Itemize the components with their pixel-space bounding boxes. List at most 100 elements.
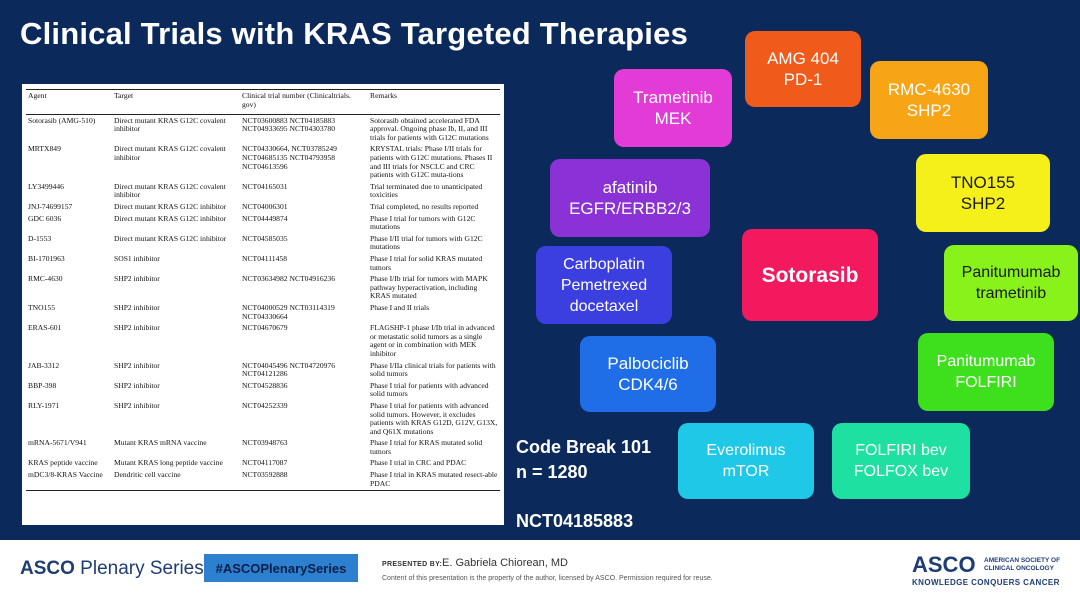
bubble-line: Palbociclib <box>607 354 689 373</box>
bubble-line: mTOR <box>722 463 770 480</box>
cell-trial-number: NCT03948763 <box>242 438 288 448</box>
trials-table-panel: Agent Target Clinical trial number (Clin… <box>22 84 504 525</box>
bubble-line: EGFR/ERBB2/3 <box>569 199 691 218</box>
cell-trial-number: NCT03600883 NCT04185883 NCT04933695 NCT0… <box>242 115 336 134</box>
cell-trial-number: NCT04117087 <box>242 458 288 468</box>
cell-target: Direct mutant KRAS G12C inhibitor <box>114 213 227 223</box>
bubble-line: SHP2 <box>960 194 1006 213</box>
cell-agent: MRTX849 <box>28 144 61 154</box>
cell-remarks: Phase I trial for solid KRAS mutated tum… <box>370 254 483 272</box>
bubble-line: SHP2 <box>906 101 952 120</box>
bubble-line: FOLFIRI bev <box>855 442 947 459</box>
cell-trial-number: NCT04111458 <box>242 254 287 263</box>
cell-trial-number: NCT04165031 <box>242 181 288 191</box>
header-trial-number: Clinical trial number (Clinicaltrials. g… <box>240 88 368 116</box>
bubble-line: Pemetrexed <box>560 276 648 294</box>
cell-trial-number: NCT04585035 <box>242 233 288 243</box>
cell-target: SHP2 inhibitor <box>114 302 160 312</box>
header-target: Target <box>112 88 240 116</box>
cell-target: Mutant KRAS mRNA vaccine <box>114 438 207 448</box>
bubble-line: Trametinib <box>633 88 713 107</box>
bubble-line: Everolimus <box>706 442 786 459</box>
code-break-n: n = 1280 <box>516 462 588 482</box>
asco-society-name: AMERICAN SOCIETY OF CLINICAL ONCOLOGY <box>984 557 1061 572</box>
cell-trial-number: NCT04045496 NCT04720976 NCT04121286 <box>242 360 336 379</box>
cell-agent: BI-1701963 <box>28 254 65 263</box>
cell-target: Direct mutant KRAS G12C covalent inhibit… <box>114 181 226 200</box>
table-row: Sotorasib (AMG-510)Direct mutant KRAS G1… <box>26 115 500 144</box>
cell-target: Direct mutant KRAS G12C inhibitor <box>114 233 227 243</box>
bubble-line: FOLFOX bev <box>853 463 949 480</box>
bubble-line: Panitumumab <box>961 264 1061 281</box>
cell-remarks: FLAGSHP-1 phase I/Ib trial in advanced o… <box>370 323 495 358</box>
cell-agent: D-1553 <box>28 233 52 243</box>
cell-trial-number: NCT04000529 NCT03114319 NCT04330664 <box>242 302 335 321</box>
bubble-line: Sotorasib <box>761 263 859 287</box>
cell-target: SHP2 inhibitor <box>114 360 160 370</box>
bubble-line: docetaxel <box>569 297 639 315</box>
cell-target: SHP2 inhibitor <box>114 274 160 284</box>
cell-remarks: KRYSTAL trials: Phase I/II trials for pa… <box>370 144 493 180</box>
cell-target: SHP2 inhibitor <box>114 323 160 333</box>
cell-agent: Sotorasib (AMG-510) <box>28 115 96 125</box>
footer: ASCO Plenary Series #ASCOPlenarySeries P… <box>0 540 1080 597</box>
code-break-nct: NCT04185883 <box>516 511 634 531</box>
cell-agent: JNJ-74699157 <box>28 202 73 212</box>
table-row: TNO155 SHP2 inhibitor NCT04000529 NCT03114… <box>26 302 500 322</box>
cell-trial-number: NCT04252339 <box>242 400 288 410</box>
cell-remarks: Phase I/Ib trial for tumors with MAPK pa… <box>370 274 488 301</box>
cell-agent: TNO155 <box>28 302 55 312</box>
bubble-line: Panitumumab <box>936 353 1036 370</box>
presenter-name: E. Gabriela Chiorean, MD <box>442 557 568 569</box>
bubble-line: TNO155 <box>950 173 1016 192</box>
bubble-line: afatinib <box>602 178 658 197</box>
cell-target: SOS1 inhibitor <box>114 254 160 263</box>
cell-remarks: Phase I trial for tumors with G12C mutat… <box>370 213 476 232</box>
cell-agent: KRAS peptide vaccine <box>28 458 98 468</box>
cell-target: Dendritic cell vaccine <box>112 469 240 491</box>
table-row: JNJ-74699157 Direct mutant KRAS G12C inhi… <box>26 202 500 214</box>
copyright-note: Content of this presentation is the prop… <box>382 575 713 582</box>
bubble-line: trametinib <box>975 285 1047 302</box>
bubble-sotorasib: Sotorasib <box>742 229 878 321</box>
header-agent: Agent <box>26 88 112 116</box>
cell-target: Mutant KRAS long peptide vaccine <box>114 458 223 468</box>
asco-tagline: KNOWLEDGE CONQUERS CANCER <box>912 578 1060 587</box>
cell-target: SHP2 inhibitor <box>114 380 160 390</box>
slide-title: Clinical Trials with KRAS Targeted Thera… <box>20 16 689 51</box>
cell-agent: ERAS-601 <box>28 323 62 333</box>
bubble-line: AMG 404 <box>767 49 839 68</box>
table-header-row: Agent Target Clinical trial number (Clin… <box>26 88 500 116</box>
slide: Clinical Trials with KRAS Targeted Thera… <box>0 0 1080 540</box>
cell-remarks: Phase I and II trials <box>370 302 430 312</box>
bubble-line: FOLFIRI <box>955 374 1017 391</box>
cell-remarks: Trial completed, no results reported <box>370 202 479 212</box>
cell-target: Direct mutant KRAS G12C inhibitor <box>114 202 227 212</box>
cell-agent: JAB-3312 <box>28 360 60 370</box>
cell-trial-number: NCT04670679 <box>242 323 288 333</box>
cell-remarks: Phase I trial in KRAS mutated resect-abl… <box>368 469 500 491</box>
table-row: KRAS peptide vaccine Mutant KRAS long pep… <box>26 458 500 470</box>
table-row: D-1553 Direct mutant KRAS G12C inhibitor N… <box>26 233 500 253</box>
cell-remarks: Phase I trial for KRAS mutated solid tum… <box>370 438 483 456</box>
bubble-line: CDK4/6 <box>618 375 678 394</box>
bubble-everolimus: Everolimus mTOR <box>678 423 814 499</box>
cell-agent: BBP-398 <box>28 380 57 390</box>
cell-target: SHP2 inhibitor <box>114 400 160 410</box>
presented-by-label: PRESENTED BY: <box>382 561 443 568</box>
bubble-panitumumab-trametinib: Panitumumab trametinib <box>944 245 1078 321</box>
